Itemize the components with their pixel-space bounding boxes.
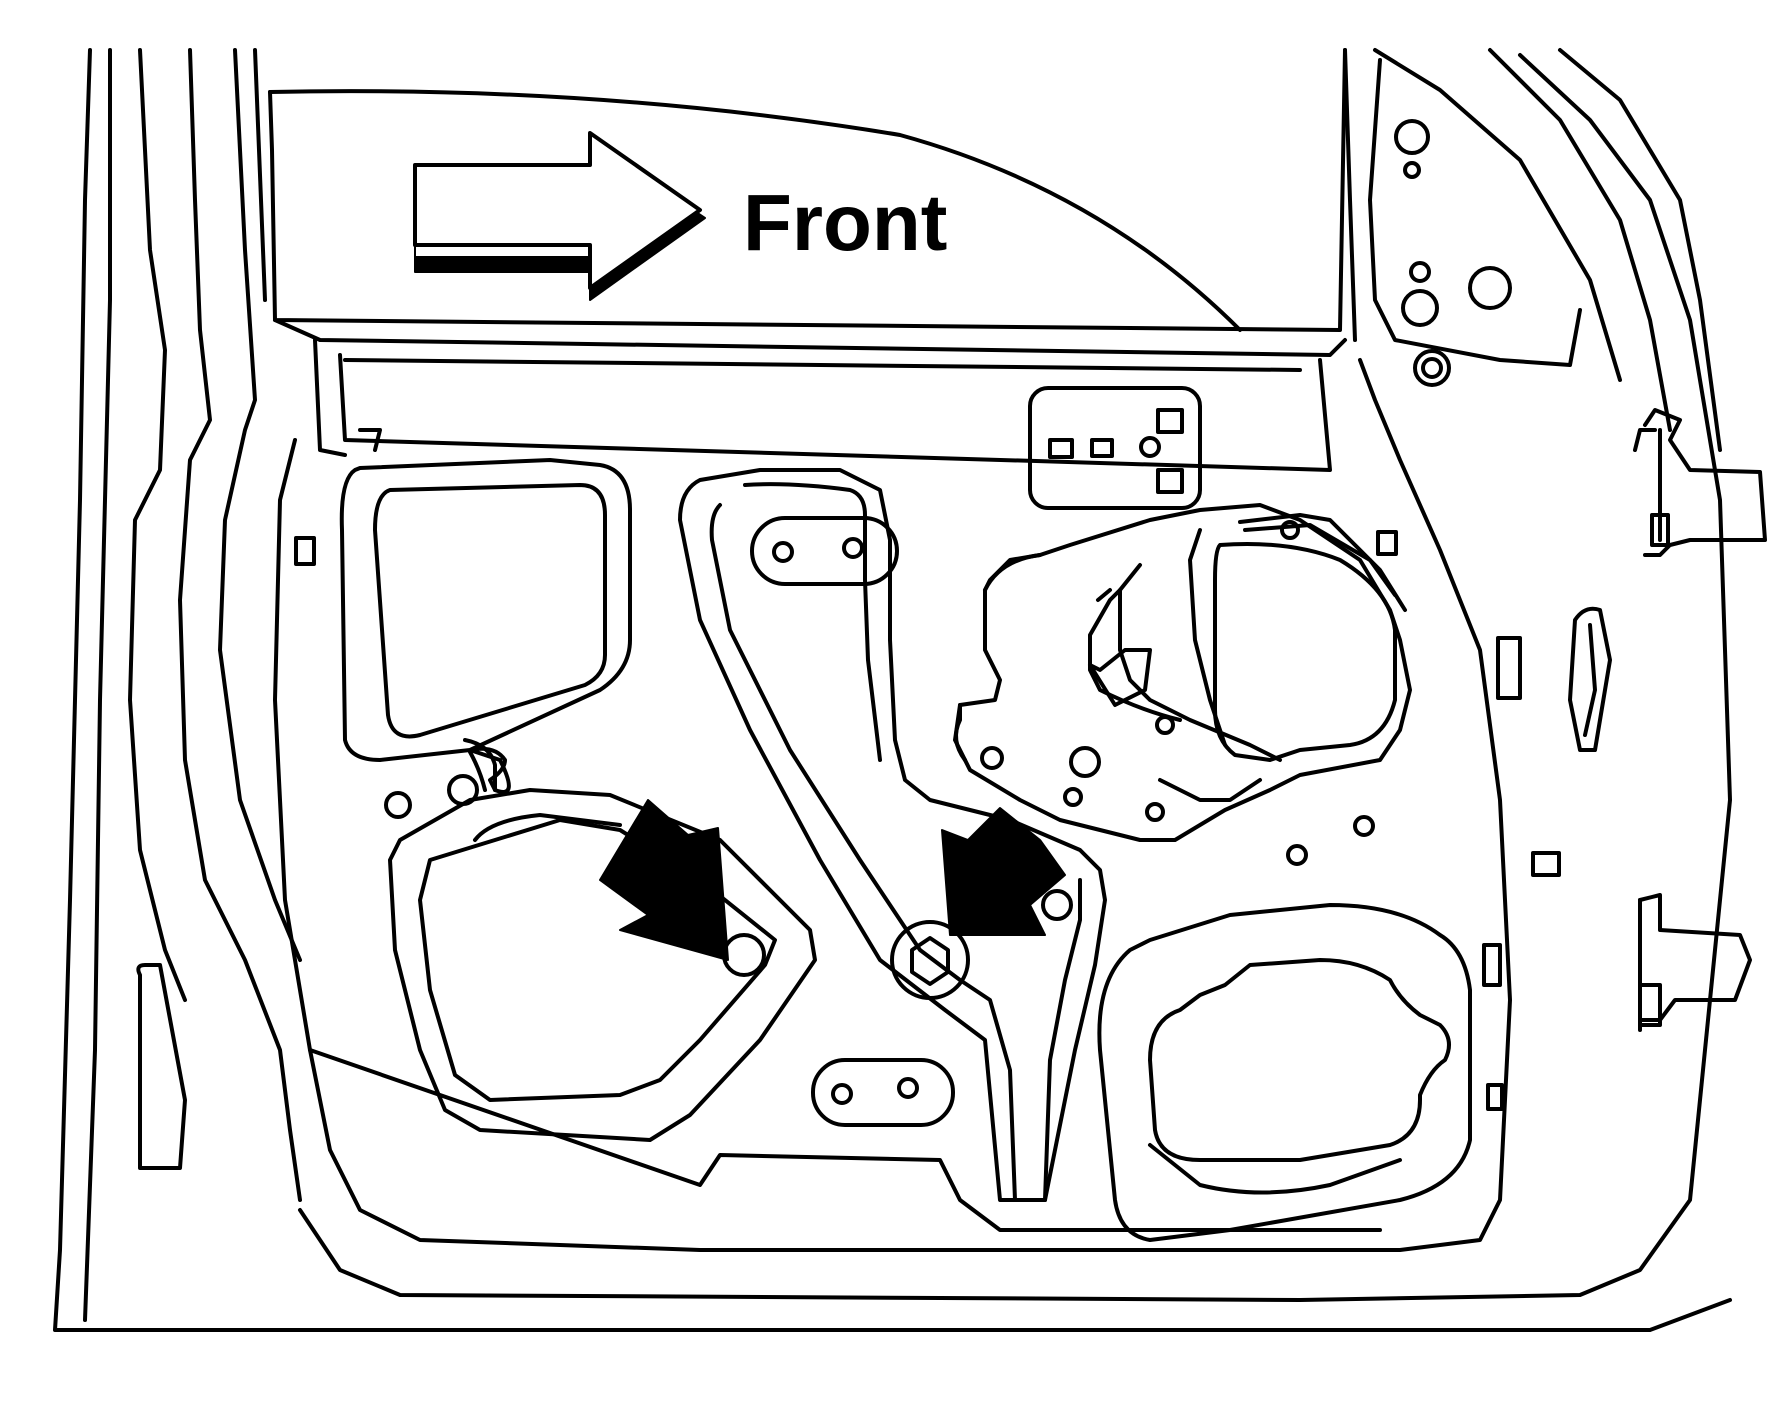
door-edge-mounting-holes	[1394, 119, 1512, 387]
center-fastener-callout-arrow-icon	[941, 807, 1066, 936]
access-hole-lower-left	[388, 788, 817, 1142]
upper-hinge	[1633, 408, 1767, 557]
speaker-access-hole	[1097, 903, 1472, 1242]
lower-hinge	[1638, 893, 1752, 1032]
door-lock-module	[953, 503, 1412, 866]
inner-panel-outline	[273, 58, 1582, 1252]
upper-oval-bracket	[750, 516, 899, 586]
panel-slots	[136, 530, 1561, 1170]
front-direction-arrow-icon	[413, 131, 706, 301]
panel-holes-left	[384, 738, 497, 819]
harness-connector-plate	[1028, 386, 1202, 510]
door-edge-handle-slot	[1568, 606, 1612, 752]
access-hole-upper-left	[339, 458, 632, 794]
beltline-reinforcement	[313, 338, 1332, 472]
rear-fastener	[722, 933, 766, 977]
center-fastener	[890, 889, 1073, 1000]
window-glass-opening	[268, 48, 1347, 357]
window-regulator-rail	[678, 468, 1107, 1202]
rear-fastener-callout-arrow-icon	[599, 799, 729, 961]
lower-oval-bracket	[811, 1058, 955, 1127]
door-frame-outline	[53, 48, 1732, 1332]
front-direction-label: Front	[743, 178, 947, 267]
